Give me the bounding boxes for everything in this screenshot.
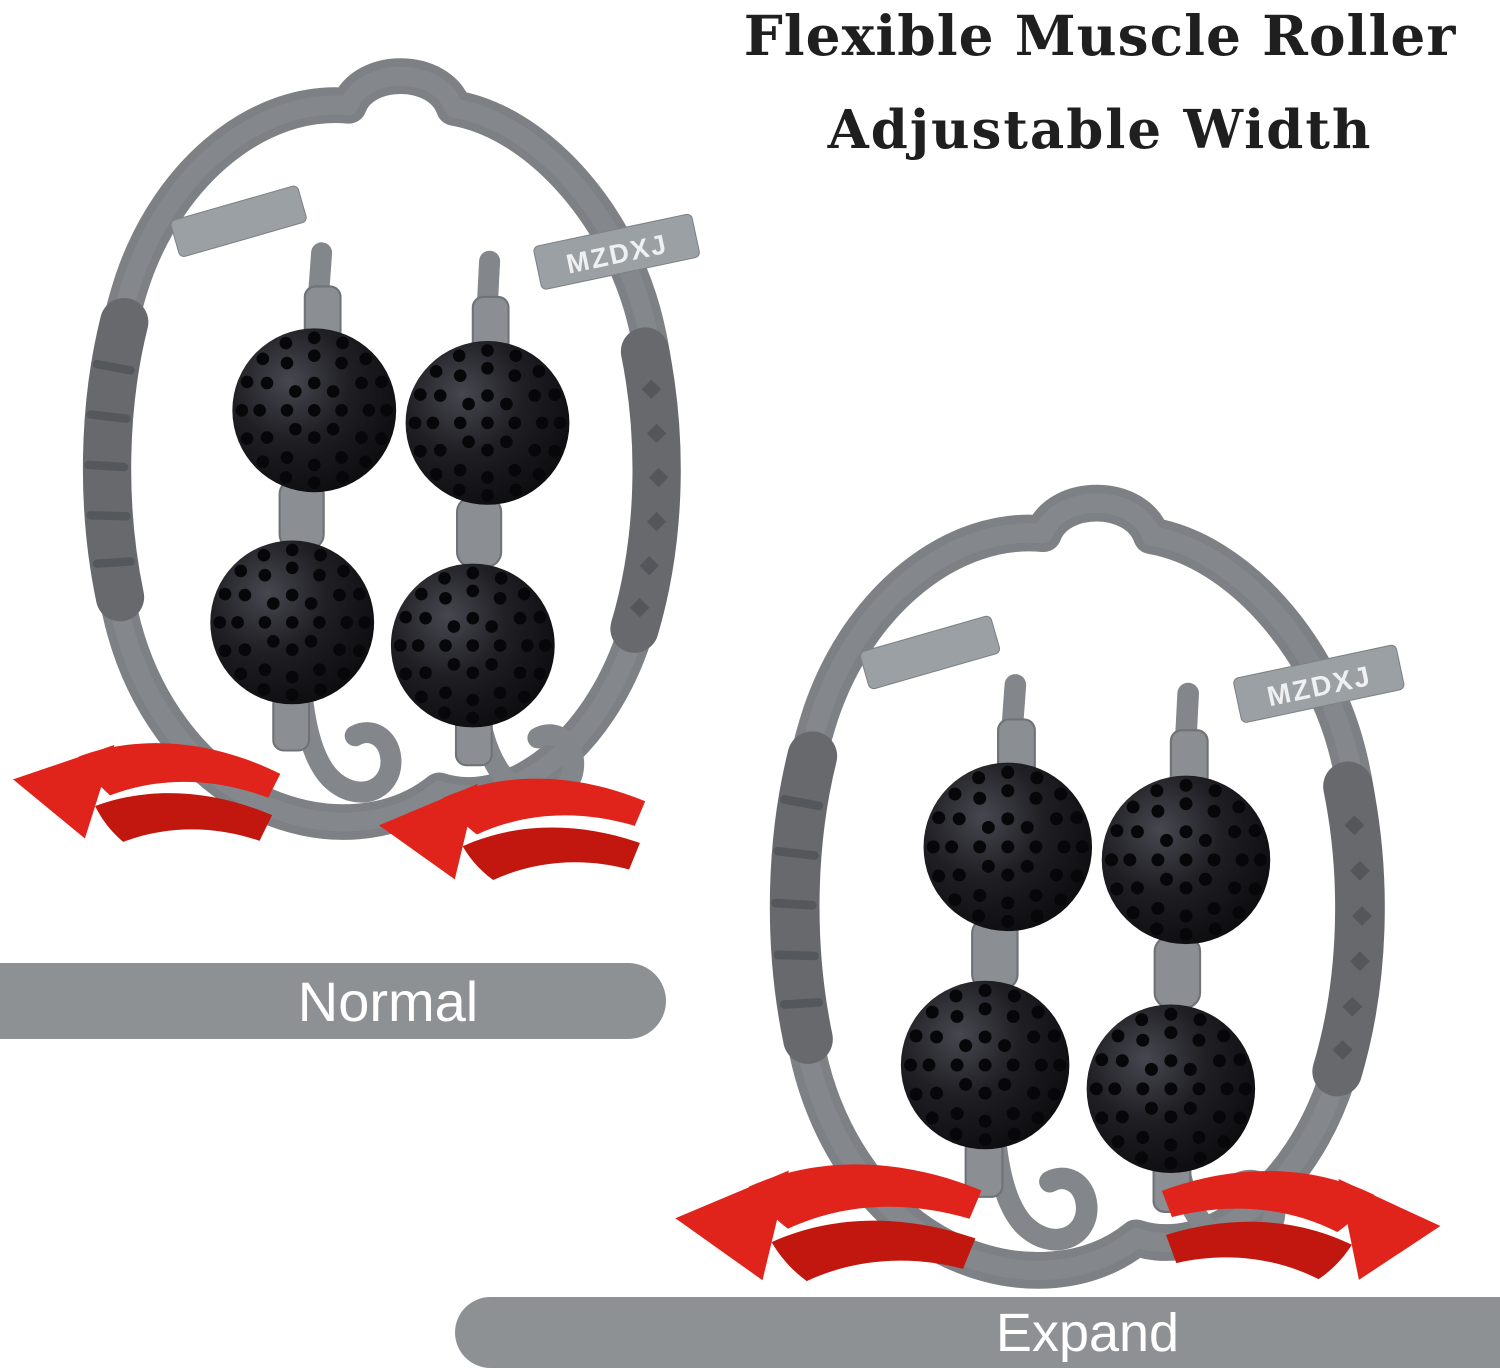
headline: Flexible Muscle Roller Adjustable Width <box>710 3 1490 162</box>
headline-line-2: Adjustable Width <box>827 99 1373 162</box>
roller-expand <box>776 503 1405 1270</box>
normal-banner: Normal <box>0 963 666 1039</box>
expand-banner: Expand <box>455 1297 1500 1368</box>
headline-line-1: Flexible Muscle Roller <box>743 3 1457 68</box>
roller-normal <box>89 76 701 822</box>
expand-banner-label: Expand <box>995 1302 1180 1363</box>
normal-banner-label: Normal <box>297 969 479 1033</box>
